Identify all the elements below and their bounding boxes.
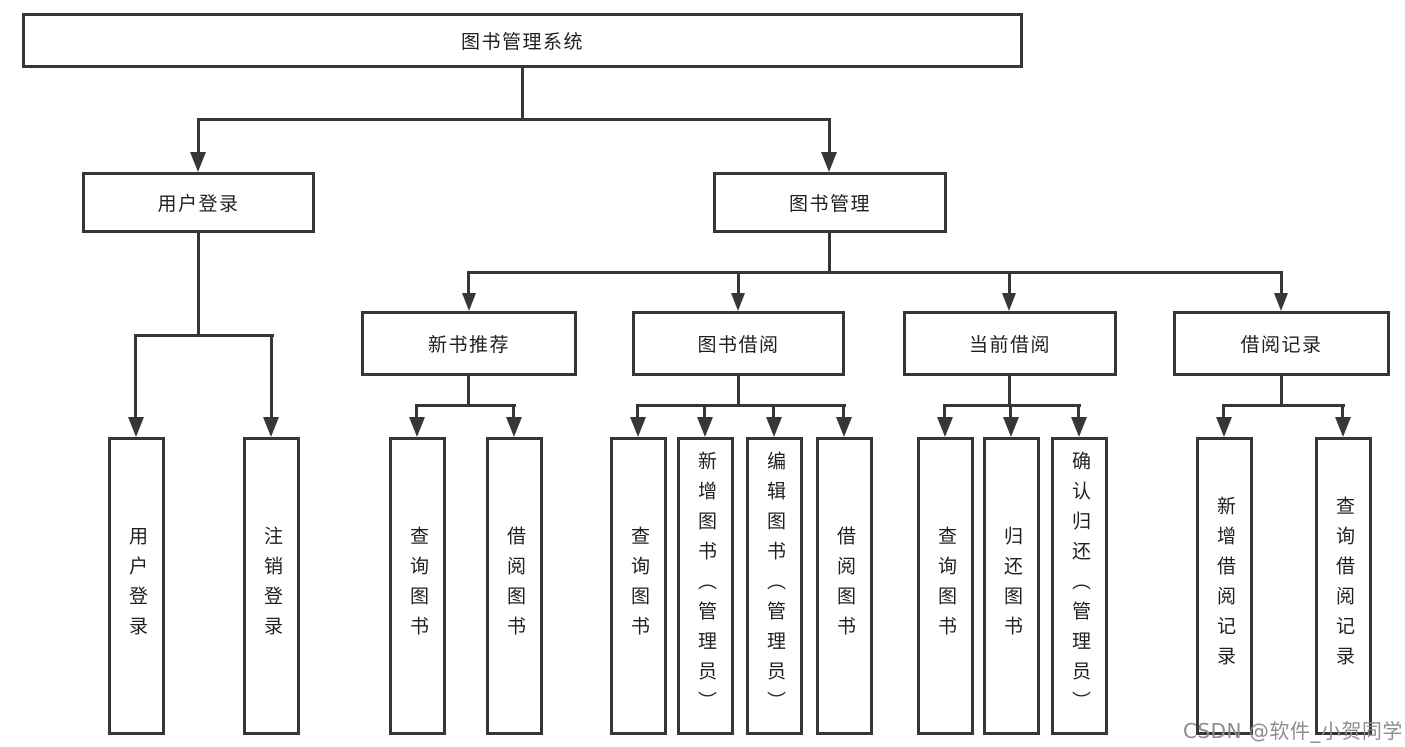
arrowhead xyxy=(697,417,713,437)
connector-line xyxy=(1341,404,1344,421)
connector-line xyxy=(1008,376,1011,407)
leaf-current-query: 查询图书 xyxy=(917,437,974,735)
node-current-borrow: 当前借阅 xyxy=(903,311,1117,376)
node-user-login-label: 用户登录 xyxy=(157,193,240,215)
leaf-user-login-label: 用户登录 xyxy=(126,526,148,646)
arrowhead xyxy=(462,293,476,311)
connector-line xyxy=(197,118,830,121)
leaf-records-add: 新增借阅记录 xyxy=(1196,437,1253,735)
node-user-login: 用户登录 xyxy=(82,172,315,233)
leaf-current-return-label: 归还图书 xyxy=(1001,526,1023,646)
arrowhead xyxy=(937,417,953,437)
connector-line xyxy=(134,334,137,422)
connector-line xyxy=(828,233,831,274)
arrowhead xyxy=(190,152,206,172)
arrowhead xyxy=(1274,293,1288,311)
connector-line xyxy=(636,404,639,421)
node-current-borrow-label: 当前借阅 xyxy=(968,334,1051,356)
leaf-current-query-label: 查询图书 xyxy=(935,526,957,646)
leaf-newbooks-borrow-label: 借阅图书 xyxy=(504,526,526,646)
connector-line xyxy=(1280,376,1283,406)
connector-line xyxy=(703,404,706,421)
connector-line xyxy=(737,271,740,295)
connector-line xyxy=(1008,271,1011,295)
arrowhead xyxy=(1003,417,1019,437)
node-root-label: 图书管理系统 xyxy=(460,31,584,53)
node-book-mgmt: 图书管理 xyxy=(713,172,947,233)
connector-line xyxy=(737,376,740,407)
leaf-records-add-label: 新增借阅记录 xyxy=(1214,496,1236,676)
connector-line xyxy=(828,118,831,155)
connector-line xyxy=(1280,271,1283,295)
connector-line xyxy=(1222,404,1345,407)
arrowhead xyxy=(263,417,279,437)
leaf-logout-label: 注销登录 xyxy=(261,526,283,646)
connector-line xyxy=(943,404,946,421)
connector-line xyxy=(842,404,845,421)
leaf-borrow-add: 新增图书（管理员） xyxy=(677,437,734,735)
connector-line xyxy=(415,404,516,407)
leaf-newbooks-borrow: 借阅图书 xyxy=(486,437,543,735)
node-new-books: 新书推荐 xyxy=(361,311,577,376)
node-root: 图书管理系统 xyxy=(22,13,1023,68)
connector-line xyxy=(415,404,418,421)
connector-line xyxy=(521,68,524,120)
arrowhead xyxy=(1002,293,1016,311)
connector-line xyxy=(134,334,274,337)
leaf-newbooks-query: 查询图书 xyxy=(389,437,446,735)
arrowhead xyxy=(836,417,852,437)
leaf-borrow-query: 查询图书 xyxy=(610,437,667,735)
connector-line xyxy=(197,233,200,337)
leaf-borrow-add-label: 新增图书（管理员） xyxy=(695,451,717,721)
leaf-borrow-query-label: 查询图书 xyxy=(628,526,650,646)
connector-line xyxy=(1009,404,1012,421)
connector-line xyxy=(467,271,470,295)
arrowhead xyxy=(506,417,522,437)
leaf-borrow-edit: 编辑图书（管理员） xyxy=(746,437,803,735)
node-book-borrow: 图书借阅 xyxy=(632,311,845,376)
leaf-records-query-label: 查询借阅记录 xyxy=(1333,496,1355,676)
arrowhead xyxy=(1216,417,1232,437)
node-borrow-records: 借阅记录 xyxy=(1173,311,1390,376)
connector-line xyxy=(1222,404,1225,421)
leaf-newbooks-query-label: 查询图书 xyxy=(407,526,429,646)
arrowhead xyxy=(731,293,745,311)
arrowhead xyxy=(1335,417,1351,437)
leaf-logout: 注销登录 xyxy=(243,437,300,735)
watermark-text: CSDN @软件_小贺同学 xyxy=(1183,719,1403,743)
leaf-current-return: 归还图书 xyxy=(983,437,1040,735)
connector-line xyxy=(467,271,1283,274)
connector-line xyxy=(512,404,515,421)
arrowhead xyxy=(409,417,425,437)
node-new-books-label: 新书推荐 xyxy=(427,334,510,356)
arrowhead xyxy=(766,417,782,437)
leaf-current-confirm-label: 确认归还（管理员） xyxy=(1069,451,1091,721)
connector-line xyxy=(943,404,1081,407)
connector-line xyxy=(270,334,273,422)
node-borrow-records-label: 借阅记录 xyxy=(1240,334,1323,356)
arrowhead xyxy=(128,417,144,437)
connector-line xyxy=(1077,404,1080,421)
leaf-records-query: 查询借阅记录 xyxy=(1315,437,1372,735)
arrowhead xyxy=(630,417,646,437)
connector-line xyxy=(636,404,846,407)
arrowhead xyxy=(821,152,837,172)
leaf-borrow-edit-label: 编辑图书（管理员） xyxy=(764,451,786,721)
node-book-borrow-label: 图书借阅 xyxy=(697,334,780,356)
connector-line xyxy=(772,404,775,421)
connector-line xyxy=(467,376,470,407)
leaf-borrow-borrow: 借阅图书 xyxy=(816,437,873,735)
leaf-borrow-borrow-label: 借阅图书 xyxy=(834,526,856,646)
arrowhead xyxy=(1071,417,1087,437)
leaf-current-confirm: 确认归还（管理员） xyxy=(1051,437,1108,735)
connector-line xyxy=(197,118,200,155)
node-book-mgmt-label: 图书管理 xyxy=(788,193,871,215)
leaf-user-login: 用户登录 xyxy=(108,437,165,735)
